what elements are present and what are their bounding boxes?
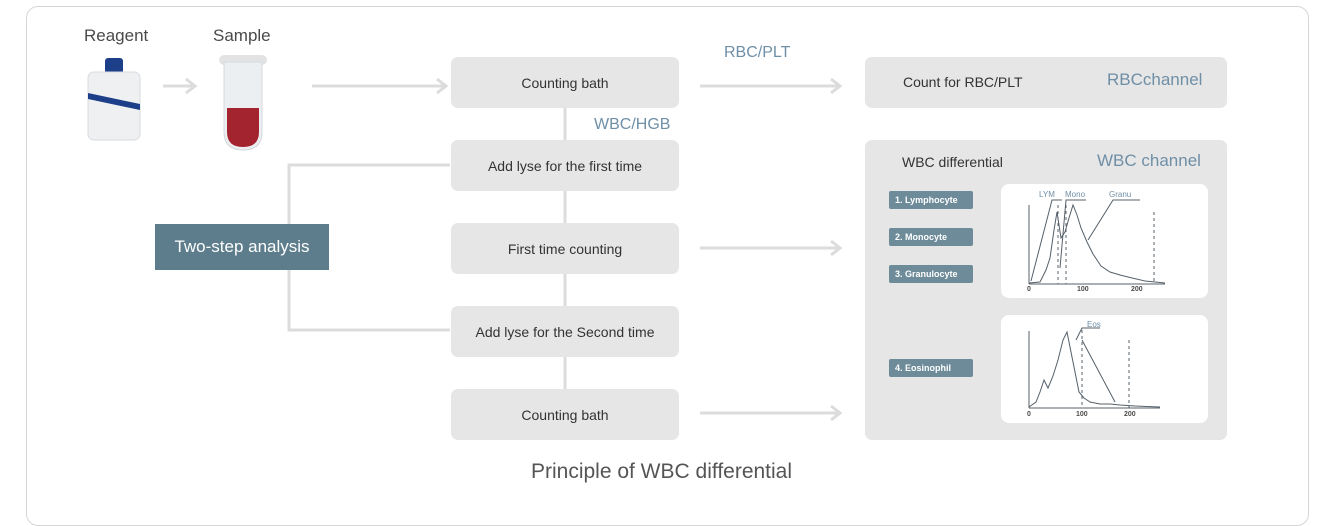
- add-lyse-second-box: Add lyse for the Second time: [451, 306, 679, 357]
- sample-tube-icon: [219, 55, 267, 151]
- add-lyse-first-box: Add lyse for the first time: [451, 140, 679, 191]
- chart1-label-lym: LYM: [1039, 190, 1055, 199]
- chip-eosinophil: 4. Eosinophil: [889, 359, 973, 377]
- histogram-2-plot: [1028, 327, 1161, 409]
- chip-granulocyte: 3. Granulocyte: [889, 265, 973, 283]
- histogram-1-plot: [1028, 199, 1166, 285]
- reagent-label: Reagent: [84, 26, 149, 45]
- counting-bath-top: Counting bath: [451, 57, 679, 108]
- chart1-tick-100: 100: [1077, 286, 1089, 293]
- chart1-tick-200: 200: [1131, 286, 1143, 293]
- chart2-tick-0: 0: [1027, 411, 1031, 418]
- chart1-tick-0: 0: [1027, 286, 1031, 293]
- chip-monocyte: 2. Monocyte: [889, 228, 973, 246]
- reagent-bottle-icon: [87, 58, 141, 141]
- rbc-plt-label: RBC/PLT: [724, 44, 791, 61]
- wbc-channel-label: WBC channel: [1097, 151, 1201, 170]
- chip-lymphocyte: 1. Lymphocyte: [889, 191, 973, 209]
- wbc-panel-title: WBC differential: [902, 154, 1003, 170]
- counting-bath-bottom: Counting bath: [451, 389, 679, 440]
- histogram-chart-2: [1001, 315, 1208, 423]
- chart2-tick-200: 200: [1124, 411, 1136, 418]
- rbc-panel-text: Count for RBC/PLT: [903, 74, 1023, 90]
- rbc-channel-label: RBCchannel: [1107, 70, 1203, 89]
- diagram-caption: Principle of WBC differential: [530, 460, 793, 483]
- connector-lines: [163, 77, 843, 422]
- chart1-label-granu: Granu: [1109, 190, 1132, 199]
- chart1-label-mono: Mono: [1065, 190, 1086, 199]
- chart2-label-eos: Eos: [1087, 320, 1101, 329]
- first-counting-box: First time counting: [451, 223, 679, 274]
- sample-label: Sample: [213, 26, 271, 45]
- histogram-chart-1: [1001, 184, 1208, 298]
- chart2-tick-100: 100: [1076, 411, 1088, 418]
- wbc-hgb-label: WBC/HGB: [594, 116, 671, 133]
- two-step-analysis-label: Two-step analysis: [155, 224, 329, 270]
- rbc-panel: [865, 57, 1227, 108]
